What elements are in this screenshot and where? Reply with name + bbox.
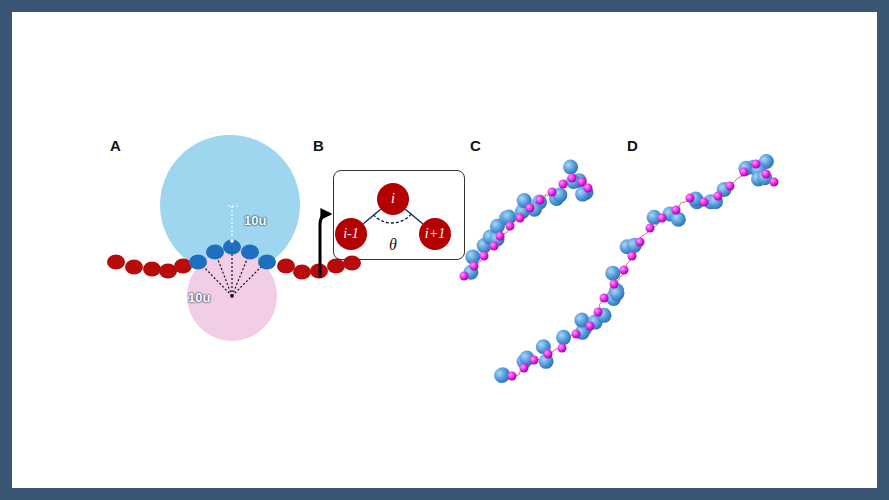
bond-line [405, 209, 422, 224]
large-sphere [160, 135, 300, 275]
magenta-sphere [516, 214, 525, 223]
magenta-sphere [586, 322, 595, 331]
magenta-sphere [658, 214, 667, 223]
dimension-line [228, 206, 240, 238]
magenta-sphere [714, 192, 723, 201]
molecule-d [494, 154, 778, 383]
dimension-label: 10u [244, 214, 266, 227]
molecule-c [460, 160, 594, 281]
magenta-sphere [740, 168, 749, 177]
angle-arc [373, 214, 411, 223]
magenta-sphere [636, 238, 645, 247]
white-ground [12, 12, 877, 488]
backbone-link [465, 177, 588, 277]
red-bead-chain [107, 255, 361, 280]
magenta-sphere [700, 198, 709, 207]
magenta-sphere [628, 252, 637, 261]
bond-line [363, 209, 380, 224]
magenta-sphere [770, 178, 779, 187]
blue-sphere [494, 368, 509, 383]
magenta-sphere [506, 222, 515, 231]
magenta-sphere [470, 262, 479, 271]
panel-label: C [470, 138, 481, 153]
magenta-sphere [558, 344, 567, 353]
bead: i-1 [335, 218, 367, 250]
magenta-sphere [686, 194, 695, 203]
bead-label: i-1 [343, 226, 359, 242]
blue-sphere [563, 160, 578, 175]
blue-sphere [605, 266, 620, 281]
blue-sphere [671, 212, 686, 227]
magenta-sphere [460, 272, 469, 281]
magenta-sphere [508, 372, 517, 381]
magenta-sphere [544, 350, 553, 359]
magenta-sphere [568, 174, 577, 183]
blue-sphere [738, 161, 753, 176]
blue-bead-chain [189, 240, 276, 270]
bead-label: i [391, 191, 395, 207]
panel-label: D [627, 138, 638, 153]
angle-label: θ [389, 237, 397, 253]
magenta-sphere [600, 294, 609, 303]
magenta-sphere [548, 188, 557, 197]
magenta-sphere [610, 280, 619, 289]
dimension-label: 10u [188, 291, 210, 304]
magenta-sphere [646, 224, 655, 233]
bead-label: i+1 [425, 226, 445, 242]
magenta-sphere [584, 184, 593, 193]
zoom-arrow [320, 214, 330, 278]
center-dot [230, 294, 234, 298]
magenta-sphere [496, 232, 505, 241]
magenta-sphere [559, 180, 568, 189]
blue-sphere [556, 330, 571, 345]
zoom-box: i i-1 i+1 θ [333, 170, 465, 260]
blue-sphere [609, 286, 624, 301]
magenta-sphere [594, 308, 603, 317]
magenta-sphere [762, 170, 771, 179]
panel-label: A [110, 138, 121, 153]
bead: i+1 [419, 218, 451, 250]
magenta-sphere [520, 364, 529, 373]
magenta-sphere [530, 356, 539, 365]
small-sphere [187, 251, 277, 341]
magenta-sphere [620, 266, 629, 275]
panel-label: B [313, 138, 324, 153]
magenta-sphere [536, 196, 545, 205]
magenta-sphere [752, 160, 761, 169]
magenta-sphere [672, 206, 681, 215]
bead: i [377, 183, 409, 215]
magenta-sphere [480, 252, 489, 261]
backbone-link [513, 165, 776, 376]
magenta-sphere [490, 242, 499, 251]
center-dot [230, 239, 234, 243]
magenta-sphere [572, 330, 581, 339]
magenta-sphere [726, 182, 735, 191]
magenta-sphere [526, 204, 535, 213]
